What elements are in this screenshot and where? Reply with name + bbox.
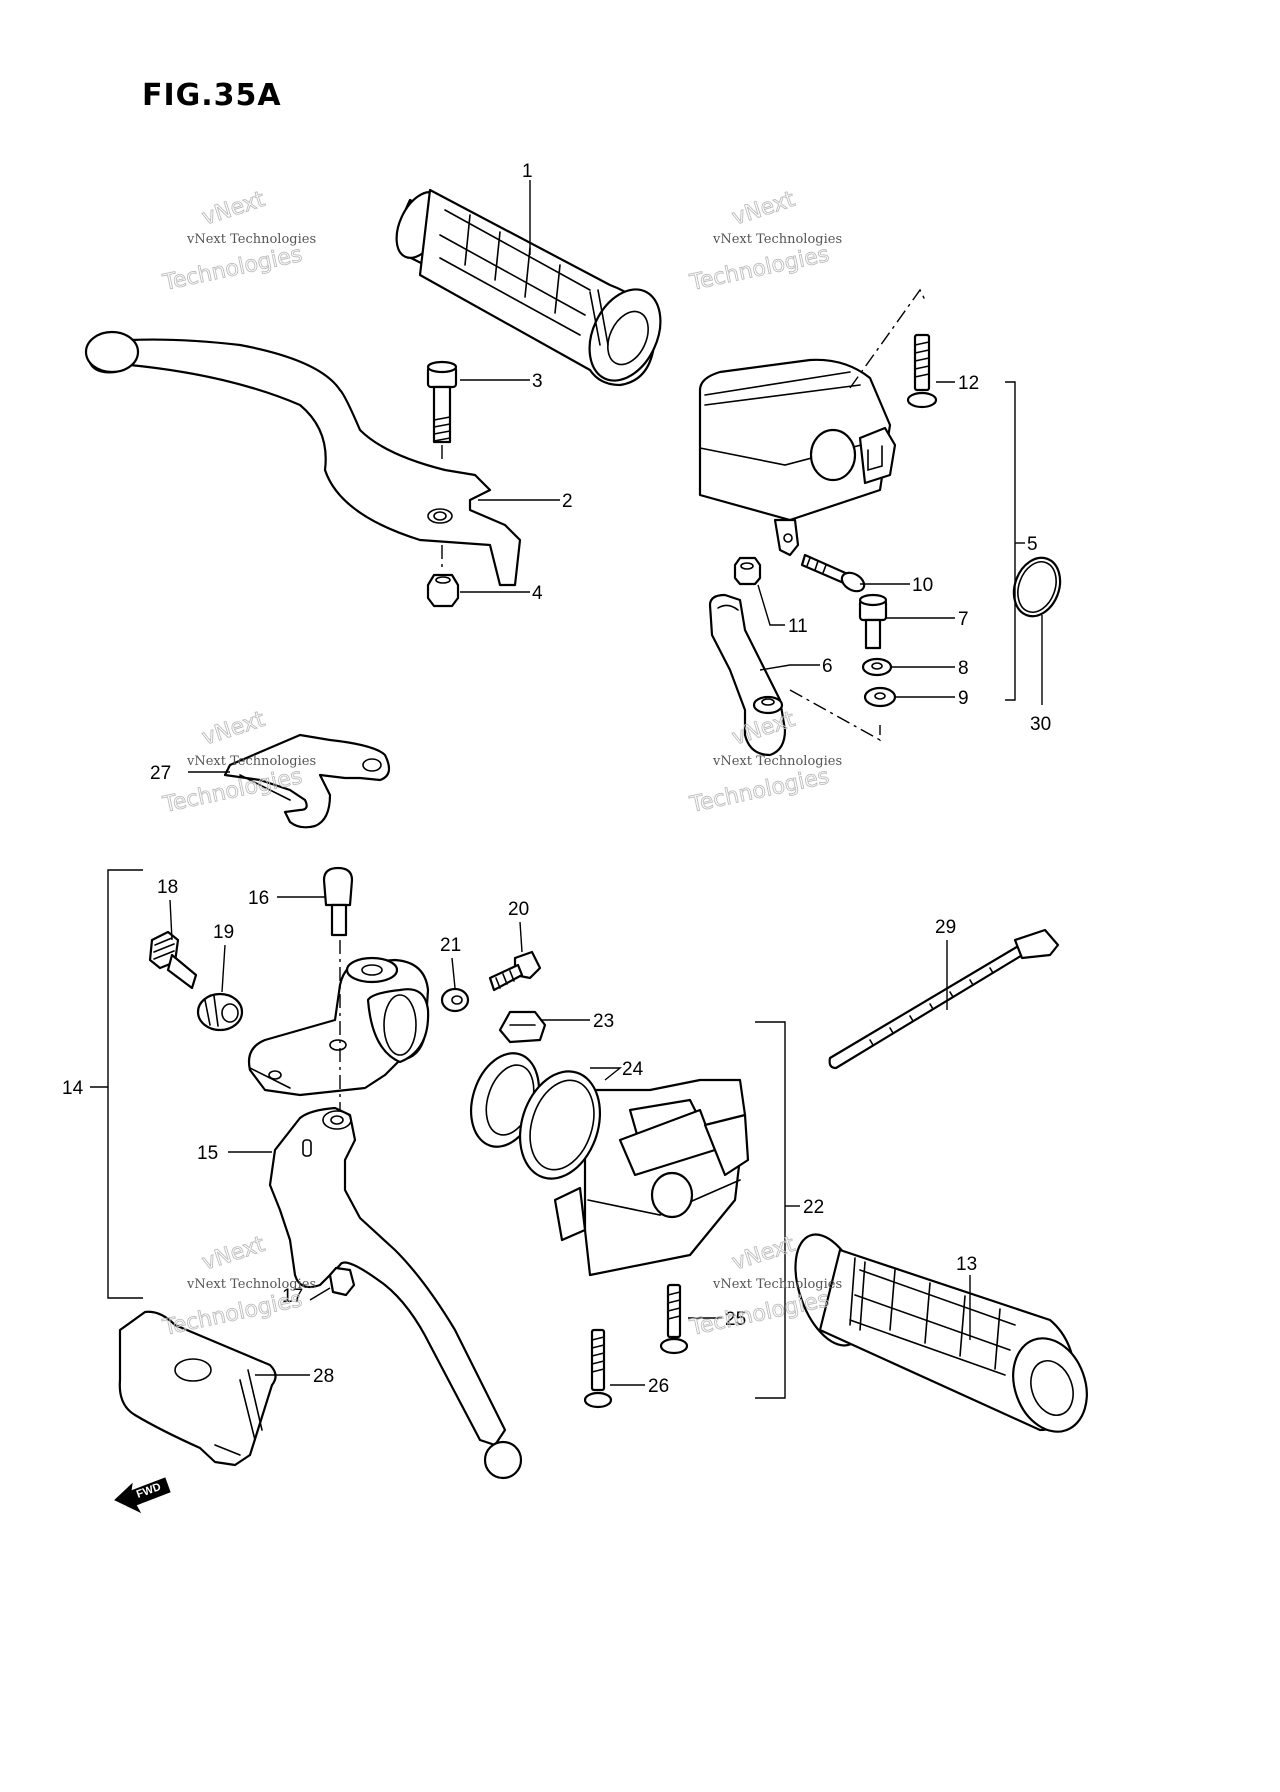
part-27-bracket [223,733,391,829]
callout-6: 6 [822,656,833,677]
callout-12: 12 [958,373,979,394]
watermark-mid-right: vNext vNext Technologies Technologies [687,707,843,819]
fwd-arrow-icon: FWD [114,1477,171,1514]
callout-5: 5 [1027,534,1038,555]
part-29-cable-tie [828,928,1060,1070]
part-30-o-ring [1012,556,1062,618]
watermark-top-left: vNext vNext Technologies Technologies [160,187,317,297]
part-23-cable-clamp [498,1010,547,1044]
svg-text:Technologies: Technologies [160,242,304,296]
callout-3: 3 [532,371,543,392]
leader-lines [90,180,1043,1399]
svg-text:vNext Technologies: vNext Technologies [186,232,316,247]
callout-7: 7 [958,609,969,630]
callout-1: 1 [522,161,533,182]
callout-20: 20 [508,899,529,920]
part-11-nut [733,556,762,586]
callout-21: 21 [440,935,461,956]
part-10-screw [800,553,866,593]
callout-25: 25 [725,1309,746,1330]
svg-text:vNext: vNext [199,187,268,231]
callout-30: 30 [1030,714,1051,735]
svg-text:vNext: vNext [199,1232,268,1276]
part-28-lever-cover [118,1310,277,1467]
svg-text:Technologies: Technologies [687,764,831,818]
svg-text:vNext: vNext [729,1232,798,1276]
part-25-screw [659,1283,689,1355]
part-12-screw [906,333,938,409]
callout-26: 26 [648,1376,669,1397]
callout-14: 14 [62,1078,84,1099]
callout-10: 10 [912,575,933,596]
svg-text:vNext: vNext [199,707,268,751]
svg-text:Technologies: Technologies [687,242,831,296]
part-22-left-switch-housing [553,1078,750,1277]
part-20-bolt [488,950,542,992]
part-26-screw [583,1328,613,1409]
callout-16: 16 [248,888,269,909]
part-18-adjuster [148,930,198,990]
part-19-locknut [196,992,244,1032]
callout-11: 11 [788,616,808,637]
callout-13: 13 [956,1254,977,1275]
callout-24: 24 [622,1059,644,1080]
part-17-nut [328,1266,356,1297]
svg-text:Technologies: Technologies [160,1287,304,1341]
callout-4: 4 [532,583,543,604]
part-2-brake-lever [84,330,522,587]
callout-numbers: 1 2 3 4 5 6 7 8 9 10 11 12 13 14 15 16 1… [62,161,1051,1397]
part-9-washer [863,686,897,708]
svg-text:vNext Technologies: vNext Technologies [712,1277,842,1292]
callout-22: 22 [803,1197,824,1218]
callout-17: 17 [282,1286,303,1307]
part-21-washer [440,987,470,1013]
part-1-grip [395,188,662,387]
part-14-bracket-body [247,956,430,1097]
part-6-choke-lever [708,593,787,757]
watermark-mid-left: vNext vNext Technologies Technologies [160,707,317,819]
callout-2: 2 [562,491,573,512]
part-15-clutch-lever [268,1106,523,1480]
part-4-nut [426,573,460,608]
svg-text:Technologies: Technologies [687,1287,831,1341]
callout-28: 28 [313,1366,334,1387]
callout-8: 8 [958,658,969,679]
callout-27: 27 [150,763,171,784]
svg-text:vNext Technologies: vNext Technologies [712,232,842,247]
svg-text:vNext Technologies: vNext Technologies [712,754,842,769]
watermark-top-right: vNext vNext Technologies Technologies [687,187,843,297]
svg-text:vNext Technologies: vNext Technologies [186,754,316,769]
part-13-throttle-grip [794,1233,1088,1433]
callout-23: 23 [593,1011,614,1032]
callout-18: 18 [157,877,178,898]
svg-text:vNext: vNext [729,187,798,231]
figure-title: FIG.35A [142,78,282,113]
callout-19: 19 [213,922,234,943]
callout-9: 9 [958,688,969,709]
svg-text:vNext Technologies: vNext Technologies [186,1277,316,1292]
part-24-throttle-ring [470,1052,602,1180]
callout-15: 15 [197,1143,218,1164]
callout-29: 29 [935,917,956,938]
part-3-pivot-bolt [426,360,458,444]
part-7-bolt [858,593,888,650]
part-5-switch-housing [698,358,897,557]
part-8-washer [861,657,893,677]
part-16-bolt [322,866,354,937]
